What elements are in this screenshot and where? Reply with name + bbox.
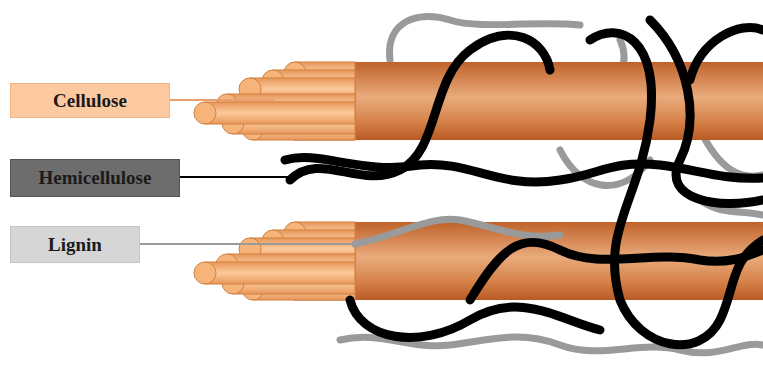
label-text: Cellulose (53, 90, 127, 112)
label-box: Lignin (10, 226, 140, 263)
label-box: Cellulose (10, 83, 170, 118)
leader-line (140, 243, 356, 245)
label-box: Hemicellulose (10, 159, 180, 197)
leader-line (180, 176, 292, 178)
lignin-strand (340, 200, 763, 353)
hemicellulose-strand (285, 20, 763, 345)
leader-line (170, 99, 275, 101)
label-text: Hemicellulose (39, 167, 152, 189)
cellulose-fiber (345, 62, 763, 140)
label-text: Lignin (48, 234, 102, 256)
microfibril-bundle (194, 222, 355, 300)
